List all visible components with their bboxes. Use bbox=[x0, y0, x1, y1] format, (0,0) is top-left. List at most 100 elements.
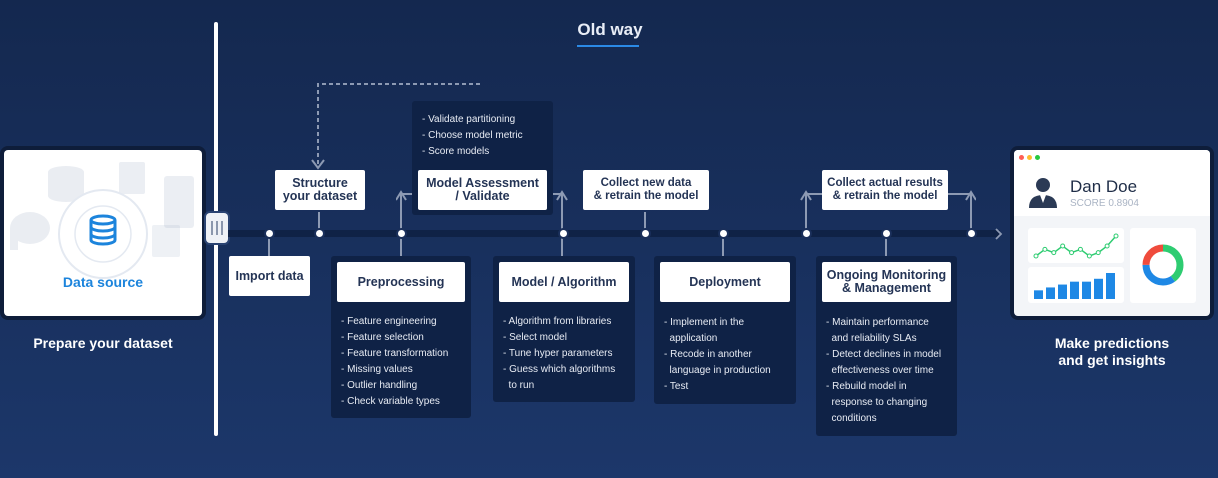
list-item: - Recode in another bbox=[664, 349, 752, 360]
list-item: effectiveness over time bbox=[826, 365, 934, 376]
list-item: - Feature transformation bbox=[341, 348, 449, 359]
elephant-icon bbox=[10, 212, 50, 250]
connector bbox=[318, 212, 320, 234]
sparkline-point bbox=[1042, 246, 1048, 252]
timeline-dot bbox=[314, 228, 325, 239]
timeline-dot bbox=[966, 228, 977, 239]
prepare-dataset-caption: Prepare your dataset bbox=[33, 335, 173, 351]
sparkline-point bbox=[1077, 246, 1083, 252]
connector bbox=[268, 236, 270, 258]
list-item: - Maintain performance bbox=[826, 317, 929, 328]
user-name: Dan Doe bbox=[1070, 177, 1138, 196]
connector bbox=[885, 236, 887, 258]
title-underline bbox=[577, 45, 639, 47]
data-source-illustration bbox=[10, 162, 194, 279]
user-avatar-icon bbox=[1029, 178, 1057, 208]
preprocessing-list: - Feature engineering - Feature selectio… bbox=[341, 314, 448, 410]
list-item: conditions bbox=[826, 413, 877, 424]
timeline bbox=[228, 230, 1000, 237]
list-item: - Outlier handling bbox=[341, 380, 418, 391]
donut-chart bbox=[1142, 244, 1184, 286]
list-item: - Check variable types bbox=[341, 396, 440, 407]
list-item: language in production bbox=[664, 365, 771, 376]
monitoring-panel: Ongoing Monitoring & Management - Mainta… bbox=[816, 256, 957, 436]
step-model-algorithm: Model / Algorithm bbox=[499, 262, 629, 302]
list-item: and reliability SLAs bbox=[826, 333, 917, 344]
list-item: to run bbox=[503, 380, 535, 391]
bar-chart-widget bbox=[1028, 267, 1124, 303]
bar bbox=[1082, 281, 1091, 299]
step-import-data: Import data bbox=[229, 256, 310, 296]
deployment-list: - Implement in the application - Recode … bbox=[664, 315, 771, 395]
donut-slice bbox=[1142, 244, 1184, 286]
insights-dashboard-card: Dan Doe SCORE 0.8904 bbox=[1014, 150, 1210, 316]
sparkline-point bbox=[1113, 233, 1119, 239]
timeline-dot bbox=[264, 228, 275, 239]
step-deployment: Deployment bbox=[660, 262, 790, 302]
assessment-panel: - Validate partitioning - Choose model m… bbox=[412, 101, 553, 215]
list-item: - Rebuild model in bbox=[826, 381, 907, 392]
sparkline-point bbox=[1051, 250, 1057, 256]
bar bbox=[1046, 287, 1055, 299]
timeline-dot bbox=[881, 228, 892, 239]
profile-header: Dan Doe SCORE 0.8904 bbox=[1014, 164, 1210, 216]
page-title: Old way bbox=[577, 20, 643, 39]
list-item: - Tune hyper parameters bbox=[503, 348, 613, 359]
actual-results-arrow-left bbox=[800, 190, 828, 234]
step-collect-actual-results: Collect actual results & retrain the mod… bbox=[822, 170, 948, 210]
timeline-dot bbox=[640, 228, 651, 239]
timeline-dot bbox=[396, 228, 407, 239]
assessment-list: - Validate partitioning - Choose model m… bbox=[422, 112, 523, 160]
list-item: - Feature engineering bbox=[341, 316, 437, 327]
sparkline-point bbox=[1095, 250, 1101, 256]
line-chart-widget bbox=[1028, 228, 1124, 263]
connector bbox=[644, 212, 646, 234]
bar bbox=[1094, 278, 1103, 299]
deployment-panel: Deployment - Implement in the applicatio… bbox=[654, 256, 796, 404]
sparkline-point bbox=[1069, 250, 1075, 256]
step-ongoing-monitoring: Ongoing Monitoring & Management bbox=[822, 262, 951, 302]
list-item: - Validate partitioning bbox=[422, 114, 516, 125]
list-item: - Feature selection bbox=[341, 332, 424, 343]
timeline-dot bbox=[558, 228, 569, 239]
window-titlebar bbox=[1014, 150, 1210, 164]
monitoring-list: - Maintain performance and reliability S… bbox=[826, 315, 941, 427]
data-source-label: Data source bbox=[62, 274, 144, 290]
window-close-dot bbox=[1019, 155, 1024, 160]
sparkline-point bbox=[1033, 253, 1039, 259]
data-source-card: Data source bbox=[4, 150, 202, 316]
bar bbox=[1070, 281, 1079, 299]
bar bbox=[1058, 284, 1067, 299]
bar bbox=[1106, 273, 1115, 299]
list-item: - Missing values bbox=[341, 364, 413, 375]
user-score: SCORE 0.8904 bbox=[1070, 198, 1139, 209]
list-item: - Select model bbox=[503, 332, 567, 343]
step-structure-dataset: Structure your dataset bbox=[275, 170, 365, 210]
donut-chart-widget bbox=[1130, 228, 1196, 303]
connector bbox=[722, 236, 724, 258]
timeline-arrow-icon bbox=[995, 228, 1003, 240]
window-maximize-dot bbox=[1035, 155, 1040, 160]
step-model-assessment: Model Assessment / Validate bbox=[418, 170, 547, 210]
sparkline-series bbox=[1035, 235, 1117, 257]
csv-file-icon bbox=[164, 176, 194, 228]
list-item: - Implement in the bbox=[664, 317, 745, 328]
list-item: - Test bbox=[664, 381, 689, 392]
list-item: application bbox=[664, 333, 718, 344]
donut-slice bbox=[1142, 244, 1184, 286]
model-panel: Model / Algorithm - Algorithm from libra… bbox=[493, 256, 635, 402]
step-collect-new-data: Collect new data & retrain the model bbox=[583, 170, 709, 210]
list-item: - Guess which algorithms bbox=[503, 364, 616, 375]
actual-results-arrow-right bbox=[948, 190, 976, 234]
window-minimize-dot bbox=[1027, 155, 1032, 160]
list-item: - Algorithm from libraries bbox=[503, 316, 612, 327]
list-item: response to changing bbox=[826, 397, 928, 408]
sparkline-point bbox=[1086, 253, 1092, 259]
feedback-loop-dashed bbox=[311, 83, 480, 170]
timeline-dot bbox=[801, 228, 812, 239]
make-predictions-caption: Make predictions and get insights bbox=[1054, 335, 1170, 368]
sparkline-point bbox=[1104, 243, 1110, 249]
list-item: - Choose model metric bbox=[422, 130, 523, 141]
bar bbox=[1034, 290, 1043, 299]
divider-handle[interactable] bbox=[206, 213, 228, 243]
